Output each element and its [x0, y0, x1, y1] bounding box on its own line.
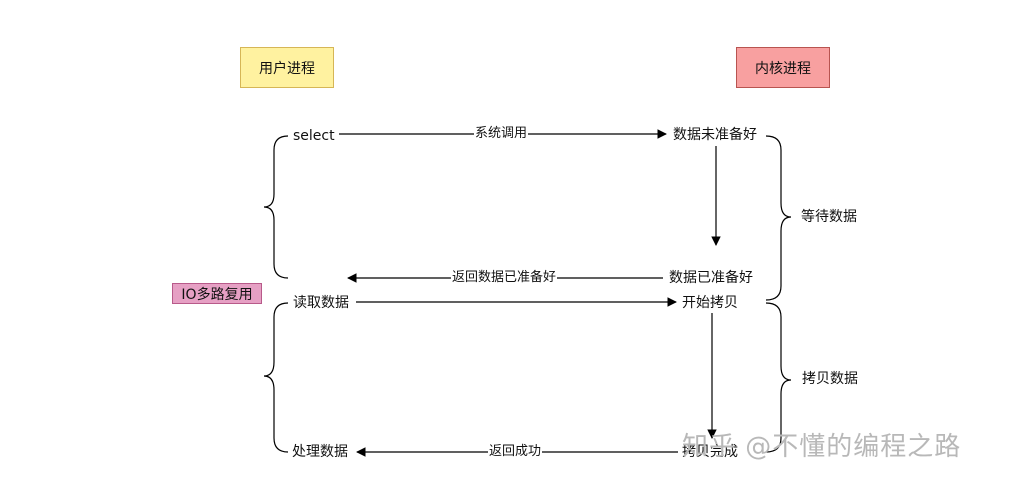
- right-brace-wait: [765, 135, 792, 301]
- return-ready-edge-label: 返回数据已准备好: [451, 270, 558, 286]
- copy-data-phase-label: 拷贝数据: [802, 371, 858, 387]
- right-brace-copy: [765, 302, 792, 453]
- wait-data-phase-label: 等待数据: [801, 209, 857, 225]
- io-multiplexing-label: IO多路复用: [181, 286, 253, 303]
- left-brace-copy: [263, 302, 289, 453]
- user-process-label: 用户进程: [259, 60, 315, 77]
- syscall-edge-label: 系统调用: [474, 126, 529, 142]
- data-not-ready-label: 数据未准备好: [673, 126, 757, 144]
- start-copy-label: 开始拷贝: [682, 294, 738, 312]
- user-process-box: 用户进程: [240, 47, 334, 88]
- zhihu-watermark: 知乎 @不懂的编程之路: [682, 432, 962, 462]
- left-brace-wait: [263, 135, 289, 279]
- data-ready-label: 数据已准备好: [669, 269, 753, 287]
- select-label: select: [293, 128, 335, 144]
- kernel-process-box: 内核进程: [736, 47, 830, 88]
- return-success-edge-label: 返回成功: [488, 444, 543, 460]
- io-multiplexing-box: IO多路复用: [172, 283, 262, 304]
- copy-done-label: 拷贝完成: [682, 443, 738, 461]
- process-data-label: 处理数据: [292, 444, 348, 460]
- read-data-label: 读取数据: [293, 295, 349, 311]
- kernel-process-label: 内核进程: [755, 60, 811, 77]
